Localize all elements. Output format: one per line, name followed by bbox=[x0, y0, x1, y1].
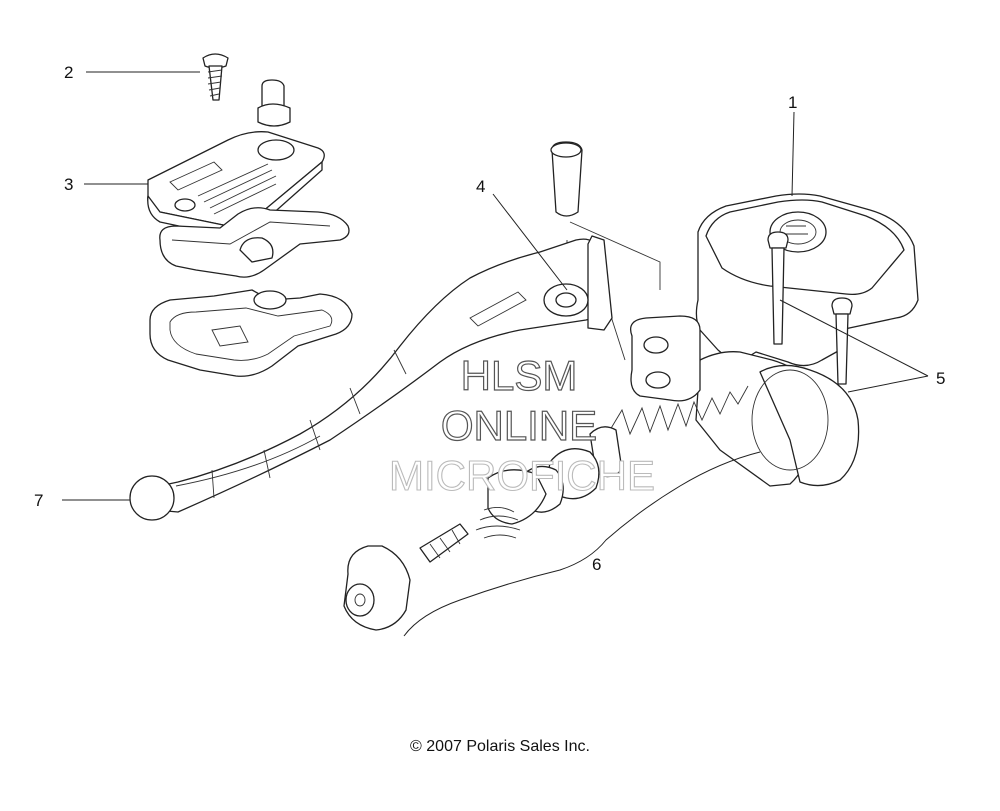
pivot-pin bbox=[550, 141, 661, 361]
callout-1: 1 bbox=[788, 93, 797, 112]
reservoir-cap bbox=[147, 79, 353, 377]
piston-assembly bbox=[343, 385, 761, 637]
copyright-notice: © 2007 Polaris Sales Inc. bbox=[410, 738, 590, 755]
screw bbox=[202, 53, 229, 101]
watermark-line-3: MICROFICHE bbox=[389, 452, 655, 499]
callout-3: 3 bbox=[64, 175, 73, 194]
brake-lever bbox=[129, 235, 613, 521]
callout-4: 4 bbox=[476, 177, 485, 196]
watermark: HLSM ONLINE MICROFICHE bbox=[388, 351, 655, 499]
callout-6: 6 bbox=[592, 555, 601, 574]
callout-7: 7 bbox=[34, 491, 43, 510]
callout-2: 2 bbox=[64, 63, 73, 82]
callouts: 2 3 4 1 5 7 6 bbox=[34, 63, 945, 574]
master-cylinder-body bbox=[629, 193, 919, 487]
watermark-line-1: HLSM bbox=[461, 352, 578, 399]
callout-5: 5 bbox=[936, 369, 945, 388]
watermark-line-2: ONLINE bbox=[441, 402, 597, 449]
